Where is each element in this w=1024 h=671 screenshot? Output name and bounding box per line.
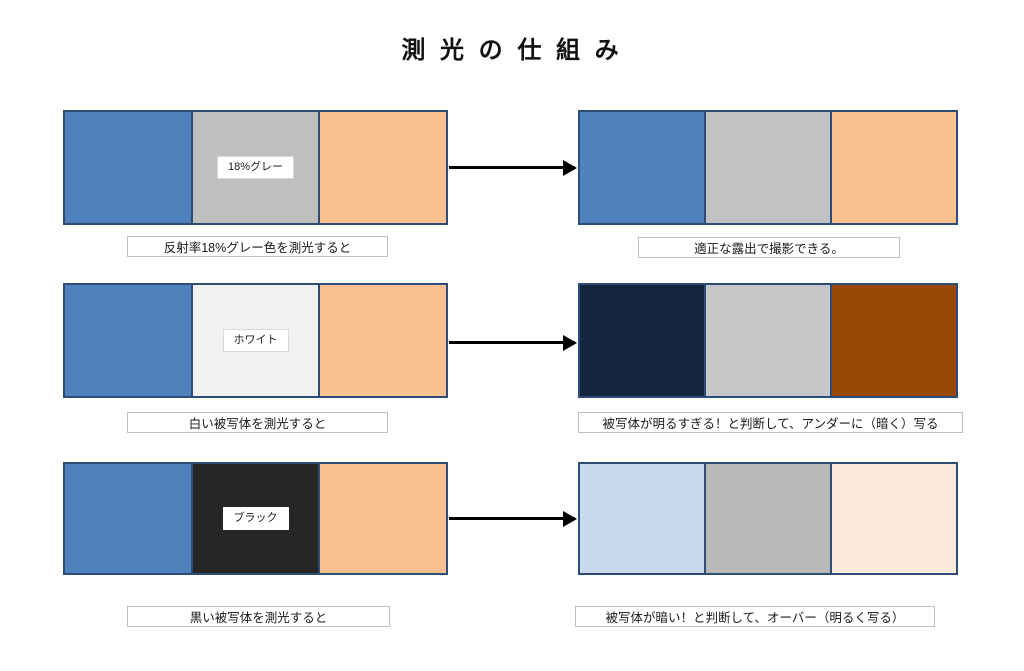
segment-blue — [578, 110, 706, 225]
page-title: 測 光 の 仕 組 み — [401, 37, 623, 64]
caption-row3-source: 黒い被写体を測光すると — [127, 606, 390, 627]
segment-white: ホワイト — [190, 283, 321, 398]
caption-row1-result: 適正な露出で撮影できる。 — [638, 237, 900, 258]
segment-orange — [318, 462, 449, 575]
panel-row1-source: 18%グレー — [63, 110, 449, 225]
segment-orange — [318, 110, 449, 225]
segment-tag-18-gray: 18%グレー — [216, 155, 295, 180]
segment-dark-navy — [578, 283, 706, 398]
segment-blue — [63, 462, 193, 575]
panel-row3-result — [578, 462, 958, 575]
segment-blue — [63, 283, 193, 398]
segment-tag-white: ホワイト — [222, 328, 289, 353]
panel-row2-result — [578, 283, 958, 398]
panel-row3-source: ブラック — [63, 462, 449, 575]
arrow-row2-right-icon — [449, 334, 577, 351]
segment-blue — [63, 110, 193, 225]
caption-row2-result: 被写体が明るすぎる！と判断して、アンダーに（暗く）写る — [578, 412, 963, 433]
caption-row2-source: 白い被写体を測光すると — [127, 412, 388, 433]
panel-row2-source: ホワイト — [63, 283, 449, 398]
segment-dark-brown — [830, 283, 958, 398]
segment-gray — [704, 283, 832, 398]
segment-black: ブラック — [190, 462, 321, 575]
caption-row3-result: 被写体が暗い！と判断して、オーバー（明るく写る） — [575, 606, 935, 627]
segment-orange — [318, 283, 449, 398]
panel-row1-result — [578, 110, 958, 225]
segment-medium-gray — [704, 462, 832, 575]
segment-light-blue — [578, 462, 706, 575]
segment-light-peach — [830, 462, 958, 575]
segment-tag-black: ブラック — [222, 506, 289, 531]
caption-row1-source: 反射率18%グレー色を測光すると — [127, 236, 388, 257]
arrow-row3-right-icon — [449, 510, 577, 527]
segment-orange — [830, 110, 958, 225]
segment-gray — [704, 110, 832, 225]
arrow-row1-right-icon — [449, 159, 577, 176]
segment-18-gray: 18%グレー — [190, 110, 321, 225]
